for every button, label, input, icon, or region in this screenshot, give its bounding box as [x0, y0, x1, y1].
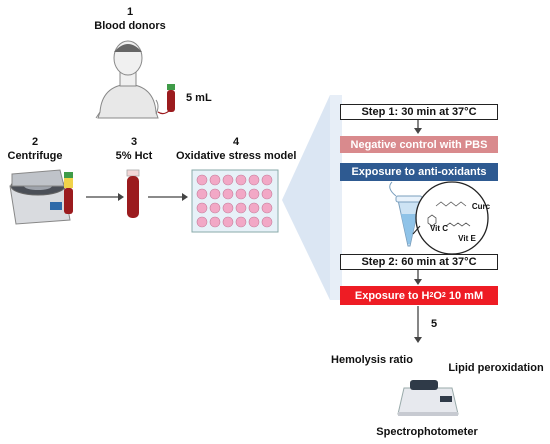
step2-box: Step 2: 60 min at 37°C	[340, 254, 498, 270]
spectrophotometer-icon	[397, 380, 459, 416]
spectrophotometer-label: Spectrophotometer	[376, 426, 478, 438]
step1-number: 1	[126, 6, 134, 18]
well	[261, 216, 273, 228]
vite-label: Vit E	[458, 234, 476, 243]
well	[222, 216, 234, 228]
centrifuge-label: Centrifuge	[7, 150, 63, 162]
h2o2-sub1: 2	[429, 292, 434, 299]
eppendorf-tube	[389, 181, 423, 247]
hct-tube	[126, 169, 140, 218]
curc-label: Curc	[471, 202, 491, 211]
blood-donors-label: Blood donors	[94, 20, 166, 32]
molecule-vite-icon	[445, 222, 471, 227]
well	[209, 216, 221, 228]
well	[248, 216, 260, 228]
vitc-label: Vit C	[429, 224, 449, 233]
protocol-panel-bg	[330, 95, 342, 300]
well	[261, 202, 273, 214]
well	[196, 174, 208, 186]
step3-number: 3	[130, 136, 138, 148]
centrifuged-tube	[64, 172, 73, 214]
h2o2-sub2: 2	[441, 292, 446, 299]
step2-number: 2	[31, 136, 39, 148]
h2o2-prefix: Exposure to H	[354, 289, 430, 302]
flow-arrows	[86, 118, 422, 343]
step5-number: 5	[430, 318, 438, 330]
well	[209, 174, 221, 186]
oxidative-stress-label: Oxidative stress model	[176, 150, 297, 162]
hct-label: 5% Hct	[115, 150, 153, 162]
h2o2-mid: O	[433, 289, 442, 302]
well	[222, 174, 234, 186]
well	[196, 188, 208, 200]
well	[222, 188, 234, 200]
negative-control-box: Negative control with PBS	[340, 136, 498, 153]
well	[196, 202, 208, 214]
lipid-peroxidation-label: Lipid peroxidation	[448, 362, 544, 374]
well	[235, 216, 247, 228]
antioxidant-exposure-box: Exposure to anti-oxidants	[340, 163, 498, 181]
step1-box: Step 1: 30 min at 37°C	[340, 104, 498, 120]
well	[196, 216, 208, 228]
funnel-shape	[282, 95, 330, 300]
well-plate	[191, 169, 279, 233]
well	[235, 174, 247, 186]
well	[248, 188, 260, 200]
well	[261, 174, 273, 186]
molecule-vitc-icon	[427, 214, 437, 227]
molecule-curc-icon	[435, 201, 467, 207]
h2o2-suffix: 10 mM	[445, 289, 484, 302]
well	[248, 202, 260, 214]
centrifuge-icon	[9, 169, 71, 225]
well	[209, 188, 221, 200]
step4-number: 4	[232, 136, 240, 148]
hemolysis-ratio-label: Hemolysis ratio	[331, 354, 413, 366]
donor-figure	[95, 40, 159, 119]
donor-blood-tube	[157, 84, 175, 115]
well	[261, 188, 273, 200]
well	[248, 174, 260, 186]
well	[222, 202, 234, 214]
blood-volume-label: 5 mL	[186, 92, 212, 104]
well	[235, 188, 247, 200]
well	[235, 202, 247, 214]
well	[209, 202, 221, 214]
